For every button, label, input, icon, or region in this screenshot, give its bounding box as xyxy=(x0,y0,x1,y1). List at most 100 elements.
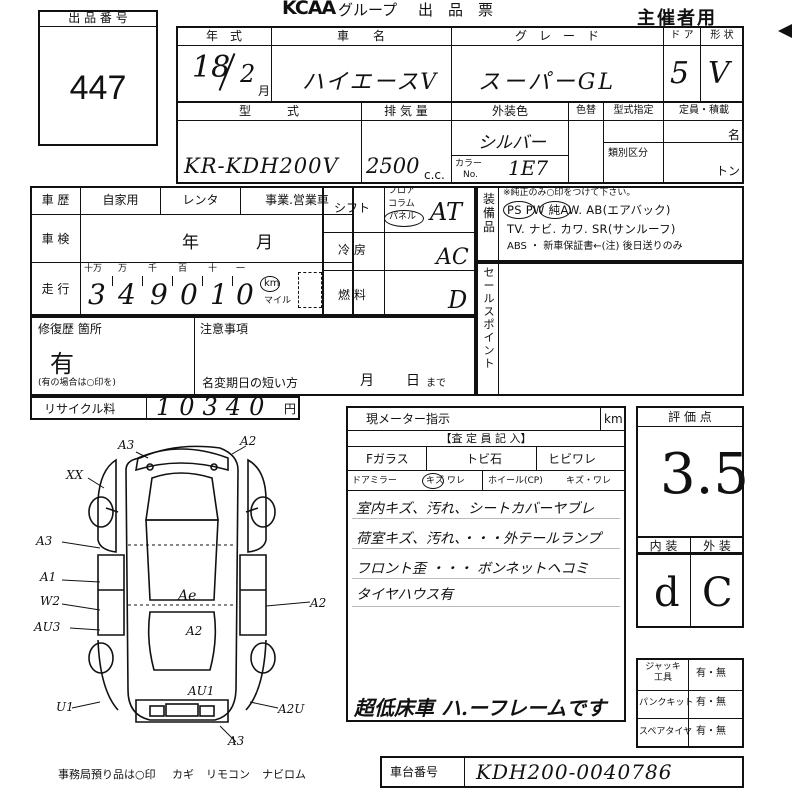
lot-number-label: 出 品 番 号 xyxy=(68,11,128,25)
history-label: 車 歴 xyxy=(41,193,70,207)
interior-grade: d xyxy=(654,570,680,616)
vehicle-info-box xyxy=(176,26,744,184)
office-label: 事務局預り品は○印 xyxy=(58,768,156,781)
chassis-label: 車台番号 xyxy=(390,765,439,779)
color-no-label: カラー xyxy=(455,159,483,169)
digit-label-10: 十 xyxy=(208,264,218,274)
tobiishi-label: トビ石 xyxy=(466,452,503,466)
repair-label: 修復歴 箇所 xyxy=(38,322,102,336)
sales-point-box xyxy=(476,262,744,396)
equipment-line-1: PS PW 純AW. AB(エアバック) xyxy=(507,203,671,217)
wheel-front-left xyxy=(88,496,114,528)
km-circle xyxy=(260,276,280,292)
remark-line-3: フロント歪 ・・・ ボンネットヘコミ xyxy=(356,561,589,577)
left-rear-quarter xyxy=(97,639,119,711)
rear-light-left xyxy=(149,705,165,717)
kizu-ware-2-label: キズ・ワレ xyxy=(566,476,612,486)
recycle-unit: 円 xyxy=(284,402,297,416)
navirom-label: ナビロム xyxy=(262,768,306,781)
lot-number-box xyxy=(38,10,158,146)
spare-yes-no: 有・無 xyxy=(696,726,726,737)
doors-value: 5 xyxy=(670,56,690,91)
left-side-panel xyxy=(97,554,125,636)
license-plate xyxy=(165,703,199,717)
type-header: 型 式 xyxy=(238,104,299,118)
mark-au3: AU3 xyxy=(34,620,61,634)
mile-unit: マイル xyxy=(264,296,292,306)
key-label: カギ xyxy=(172,768,194,781)
shaken-year: 年 xyxy=(182,233,199,253)
mileage-digit-labels: 十万 万 千 百 十 一 xyxy=(84,264,264,278)
color-change-header: 色替 xyxy=(576,105,596,116)
right-rear-quarter xyxy=(245,639,267,711)
kizu-circle xyxy=(422,473,444,489)
mileage-digit-4: 0 xyxy=(180,278,198,311)
cc-unit: c.c. xyxy=(424,168,445,182)
exterior-color-value: シルバー xyxy=(478,133,546,153)
deadline-month: 月 xyxy=(360,373,374,389)
remark-line-4: タイヤハウス有 xyxy=(356,587,454,603)
displacement-value: 2500 xyxy=(366,154,420,178)
deadline-made: まで xyxy=(426,378,446,389)
mark-a3-bottom: A3 xyxy=(228,734,245,748)
repair-value: 有 xyxy=(50,350,74,378)
left-front-fender xyxy=(97,458,117,553)
shift-floor: フロア xyxy=(388,186,416,196)
digit-label-1k: 千 xyxy=(148,264,158,274)
score-label: 評 価 点 xyxy=(668,410,712,424)
ac-value: AC xyxy=(436,245,469,270)
exterior-label: 外 装 xyxy=(703,539,731,553)
deadline-day: 日 xyxy=(406,373,420,389)
right-side-panel xyxy=(239,554,267,636)
interior-label: 内 装 xyxy=(649,539,678,553)
shaken-month: 月 xyxy=(256,233,273,253)
deadline-label: 名変期日の短い方 xyxy=(202,376,299,390)
lot-number-value: 447 xyxy=(69,69,127,107)
exterior-color-header: 外装色 xyxy=(491,104,528,118)
remark-line-2: 荷室キズ、汚れ、・・・外テールランプ xyxy=(356,531,601,547)
sales-point-label: セールスポイント xyxy=(483,266,495,370)
car-body-outline xyxy=(125,445,239,721)
inspector-box xyxy=(346,406,626,722)
rear-window xyxy=(147,611,217,671)
inspector-header: 【査 定 員 記 入】 xyxy=(440,432,532,445)
shape-header: 形 状 xyxy=(710,30,734,41)
history-box xyxy=(30,186,354,316)
right-front-fender xyxy=(247,458,267,553)
grade-value: スーパーGL xyxy=(478,70,616,95)
rear-bumper xyxy=(135,699,229,723)
recycle-box xyxy=(30,396,300,420)
notes-label: 注意事項 xyxy=(200,322,249,336)
color-no-sub: No. xyxy=(463,170,478,180)
persons-unit: 名 xyxy=(728,128,741,142)
car-name-value: ハイエースV xyxy=(302,70,439,95)
mirror-left xyxy=(105,507,119,513)
chassis-value: KDH200-0040786 xyxy=(476,760,673,784)
recycle-label: リサイクル料 xyxy=(44,402,116,416)
shift-value: AT xyxy=(430,198,463,226)
equipment-label: 装備品 xyxy=(482,192,495,234)
shift-panel: パネル xyxy=(389,212,417,222)
mark-a3-left: A3 xyxy=(36,534,53,548)
chassis-box xyxy=(380,756,744,788)
mark-a2-center: A2 xyxy=(186,624,203,638)
panel-circle xyxy=(384,210,424,227)
special-remark: 超低床車 ハ.ーフレームです xyxy=(354,696,607,720)
mileage-digit-1: 3 xyxy=(88,278,106,311)
exterior-grade: C xyxy=(702,570,733,616)
mark-a2u: A2U xyxy=(278,702,305,716)
capacity-header: 定員・積載 xyxy=(679,105,729,116)
meter-unit: km xyxy=(604,412,623,426)
equipment-line-3: ABS ・ 新車保証書←(注) 後日送りのみ xyxy=(507,241,683,252)
pw-circle xyxy=(539,201,571,219)
shift-label: シフト xyxy=(334,201,371,215)
type-cert-header: 型式指定 xyxy=(613,105,654,116)
ac-label: 冷 房 xyxy=(338,243,366,257)
class-label: 類別区分 xyxy=(608,148,648,159)
month-value: 2 xyxy=(240,60,256,88)
mark-a2-top: A2 xyxy=(240,434,257,448)
digit-label-100: 百 xyxy=(178,264,188,274)
doors-header: ド ア xyxy=(670,30,694,41)
wheel-rear-left xyxy=(88,642,114,674)
group-label: グループ xyxy=(338,1,398,19)
